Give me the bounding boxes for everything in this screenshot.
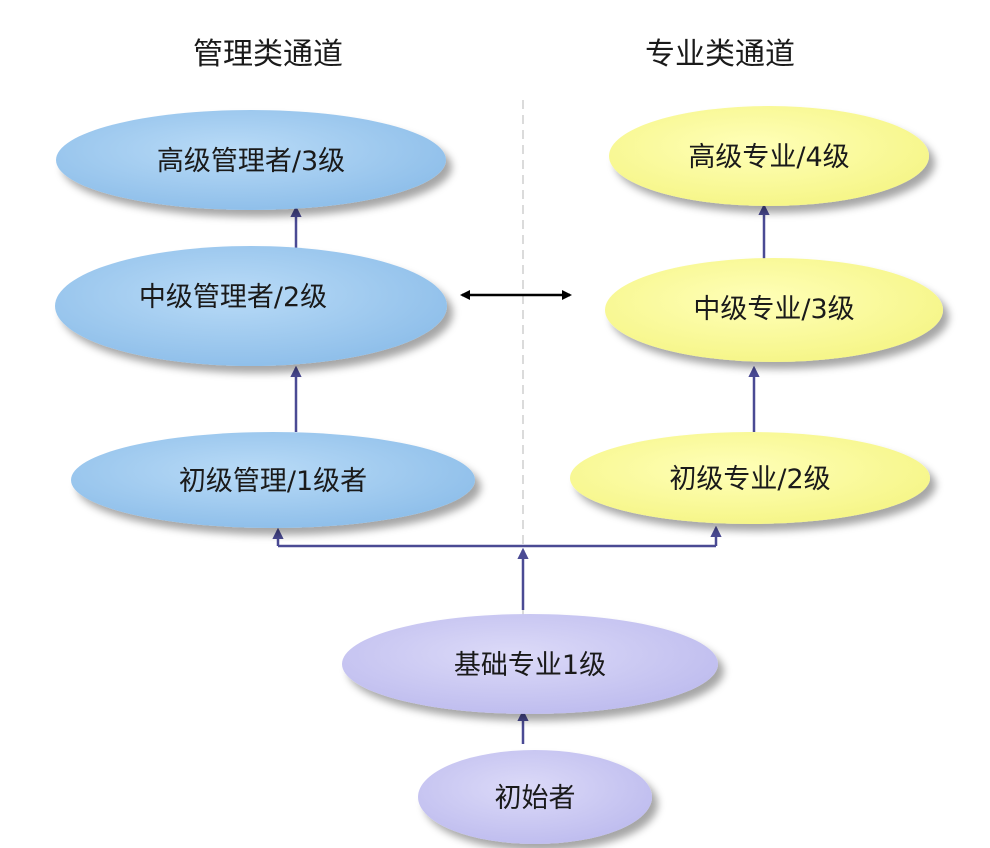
management-track-heading: 管理类通道 xyxy=(193,37,343,72)
node-basic-professional-label: 基础专业1级 xyxy=(454,650,606,681)
node-middle-management-label: 中级管理者/2级 xyxy=(139,282,327,313)
node-beginner-label: 初始者 xyxy=(495,783,576,814)
node-beginner: 初始者 xyxy=(418,750,652,844)
node-senior-professional-label: 高级专业/4级 xyxy=(688,142,849,173)
node-middle-professional-label: 中级专业/3级 xyxy=(693,294,854,325)
node-junior-management: 初级管理/1级者 xyxy=(71,432,475,528)
professional-track-heading: 专业类通道 xyxy=(645,37,795,72)
node-senior-professional: 高级专业/4级 xyxy=(609,106,929,206)
node-basic-professional: 基础专业1级 xyxy=(342,614,718,714)
node-middle-professional: 中级专业/3级 xyxy=(605,258,943,362)
connectors xyxy=(272,203,770,744)
node-middle-management: 中级管理者/2级 xyxy=(55,246,447,366)
node-junior-professional: 初级专业/2级 xyxy=(570,432,930,524)
node-senior-management-label: 高级管理者/3级 xyxy=(157,146,345,177)
node-senior-management: 高级管理者/3级 xyxy=(56,110,446,210)
node-junior-management-label: 初级管理/1级者 xyxy=(179,466,367,497)
node-junior-professional-label: 初级专业/2级 xyxy=(669,464,830,495)
